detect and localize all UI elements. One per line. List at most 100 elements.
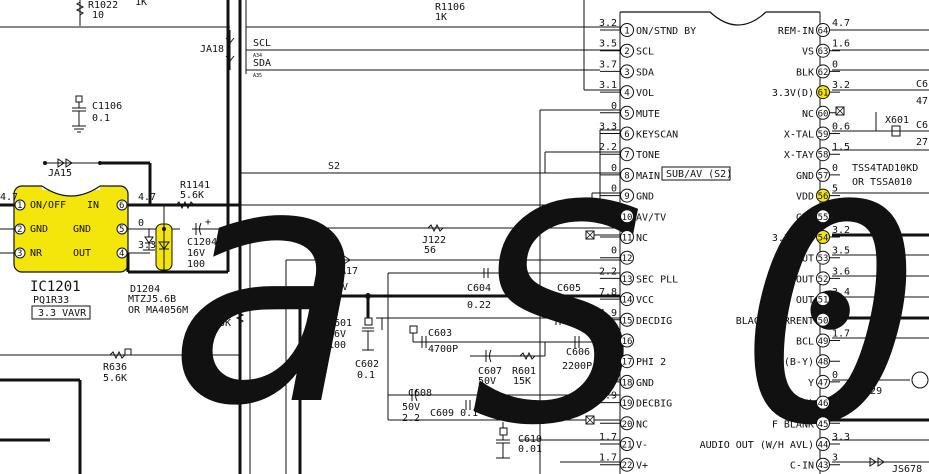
- chip-pin-21: [620, 437, 634, 451]
- chip-pin-voltage: 3.2: [599, 18, 617, 29]
- chip-pin-name: AUDIO OUT (W/H AVL): [700, 440, 814, 451]
- chip-pin-50: [816, 312, 830, 327]
- chip-pin-num: 53: [818, 254, 829, 264]
- chip-pin-47: [816, 374, 830, 389]
- c1106-value: 0.1: [92, 113, 110, 124]
- chip-pin-name: GND: [796, 171, 814, 182]
- chip-pin-num: 48: [818, 358, 829, 368]
- ic1201-vout: 3.3: [138, 240, 156, 251]
- chip-pin-num: 14: [622, 296, 633, 306]
- c601-label: C601: [328, 318, 352, 329]
- j122-value: 56: [424, 245, 436, 256]
- ic1201-pin-nr: NR: [30, 248, 43, 259]
- a34-label: A34: [253, 53, 262, 59]
- chip-pin-num: 7: [624, 151, 629, 161]
- chip-pin-name: V+: [636, 461, 648, 472]
- chip-pin-45: [816, 416, 830, 431]
- chip-pin-53: [816, 250, 830, 265]
- chip-pin-num: 47: [818, 378, 829, 388]
- chip-pin-name: F BLANK: [772, 419, 814, 430]
- c607-b: 1: [480, 386, 486, 397]
- chip-pin-num: 5: [624, 109, 629, 119]
- chip-pin-name: Y: [808, 378, 814, 389]
- chip-pin-voltage: 3.3: [832, 432, 850, 443]
- chip-pin-num: 22: [622, 461, 633, 471]
- chip-pin-voltage: 0.6: [832, 122, 850, 133]
- r636-label: R636: [103, 362, 127, 373]
- chip-pin-63: [816, 43, 830, 58]
- ic1201-n2: 2: [17, 225, 22, 235]
- c606-label: C606: [566, 347, 590, 358]
- chip-pin-name: SDA: [636, 67, 654, 78]
- tss2: OR TSSA010: [852, 177, 912, 188]
- chip-pin-name: SEC PLL: [636, 274, 678, 285]
- chip-pin-51: [816, 292, 830, 307]
- chip-pin-name: B OUT: [784, 254, 814, 265]
- chip-pin-voltage: 0: [832, 59, 838, 70]
- sda-label: SDA: [253, 58, 271, 69]
- chip-pin-60: [816, 105, 830, 120]
- r1106-label: R1106: [435, 2, 465, 13]
- chip-pin-voltage: 1.7: [832, 329, 850, 340]
- scl-label: SCL: [253, 38, 271, 49]
- chip-pin-3: [620, 64, 634, 79]
- ic1201-n3: 3: [17, 249, 22, 259]
- c601-plus: +: [308, 322, 314, 333]
- c6b: 47: [916, 96, 928, 107]
- chip-pin-59: [816, 126, 830, 141]
- chip-pin-name: REM-IN: [778, 26, 814, 37]
- chip-pin-voltage: 0: [832, 163, 838, 174]
- tss: TSS4TAD10KD: [852, 163, 918, 174]
- chip-pin-num: 17: [622, 358, 633, 368]
- chip-pin-voltage: 3.8: [599, 349, 617, 360]
- chip-pin-name: BCL: [796, 337, 814, 348]
- r1141-label: R1141: [180, 180, 210, 191]
- chip-pin-56: [816, 188, 830, 203]
- js678: JS678: [892, 464, 922, 474]
- chip-pin-name: PHI 2: [636, 357, 666, 368]
- chip-pin-num: 52: [818, 275, 829, 285]
- chip-pin-voltage: 5: [832, 184, 838, 195]
- chip-pin-voltage: 3.2: [832, 80, 850, 91]
- watermark: a: [170, 94, 369, 474]
- r601-label: R601: [512, 366, 536, 377]
- chip-pin-name: MAIN: [636, 171, 660, 182]
- chip-pin-voltage: 0: [611, 184, 617, 195]
- chip-pins-right: 64REM-IN4.763VS1.662BLK0613.3V(D)3.260NC…: [700, 18, 850, 472]
- chip-pin-name: V-: [636, 440, 648, 451]
- c603-label: C603: [428, 328, 452, 339]
- chip-pin-voltage: 2.2: [599, 142, 617, 153]
- c605-label: C605: [557, 283, 581, 294]
- chip-pin-name: BLK: [796, 67, 814, 78]
- c604-label: C604: [467, 283, 491, 294]
- d1204-label: D1204: [130, 284, 160, 295]
- chip-pin-name: NC: [636, 419, 648, 430]
- c1204-a: 16V: [187, 248, 205, 259]
- chip-pin-num: 13: [622, 275, 633, 285]
- chip-pin-voltage: 3.5: [832, 246, 850, 257]
- chip-pin-name: DECBIG: [636, 399, 672, 410]
- chip-pin-name: GND: [636, 192, 654, 203]
- ja15-label: JA15: [48, 168, 72, 179]
- chip-pin-voltage: 4.7: [832, 18, 850, 29]
- chip-pin-voltage: 0: [832, 204, 838, 215]
- v022a: 0.22: [467, 300, 491, 311]
- c603-value: 4700P: [428, 344, 458, 355]
- chip-pin-voltage: 1.5: [832, 142, 850, 153]
- chip-pin-6: [620, 126, 634, 141]
- chip-pin-4: [620, 85, 634, 100]
- chip-pin-voltage: 3.6: [832, 266, 850, 277]
- ic1201-rating: 3.3 VAVR: [38, 308, 87, 319]
- chip-pin-15: [620, 312, 634, 327]
- chip-pin-name: AV/TV: [636, 212, 666, 223]
- c1204-b: 100: [187, 259, 205, 270]
- chip-pin-num: 18: [622, 378, 633, 388]
- j122-label: J122: [422, 235, 446, 246]
- chip-pin-46: [816, 395, 830, 410]
- chip-pin-num: 56: [818, 192, 829, 202]
- chip-pin-48: [816, 354, 830, 369]
- chip-pin-num: 1: [624, 27, 629, 37]
- c607-label: C607: [478, 366, 502, 377]
- chip-pin-57: [816, 167, 830, 182]
- chip-pin-name: VOL: [636, 88, 654, 99]
